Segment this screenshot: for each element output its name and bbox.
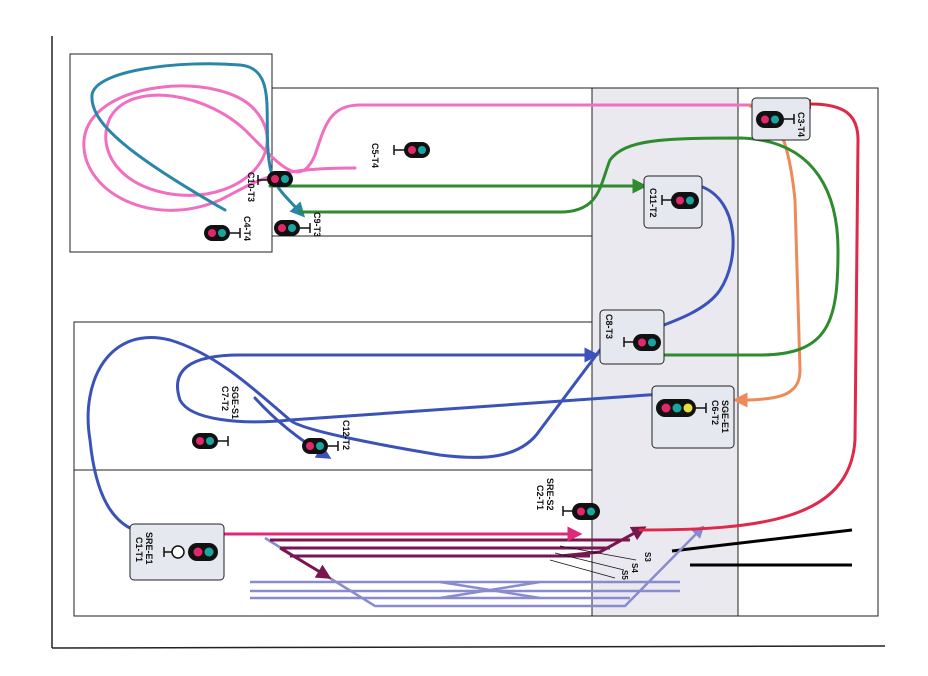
signal-label-c12-t2: C12-T2: [341, 420, 351, 450]
signal-lamp-green: [316, 442, 324, 450]
signal-label-sre-s2: SRE-S2: [545, 478, 555, 511]
signal-lamp-green: [288, 224, 296, 232]
signal-c11-t2[interactable]: [661, 192, 699, 209]
maroon-route-a: [279, 546, 332, 579]
red-route: [638, 102, 860, 532]
green-route-loop: [298, 136, 840, 357]
signal-sge-e1[interactable]: [656, 399, 707, 417]
signal-lamp-red: [638, 338, 646, 347]
external-track-upper: [671, 528, 853, 553]
signal-lamp-green: [648, 338, 656, 347]
signal-sre-e1[interactable]: [163, 543, 218, 561]
signal-label-c8-t3: C8-T3: [604, 314, 614, 339]
signal-head: [274, 220, 300, 236]
track-leaders: [549, 545, 637, 579]
signal-lamp-red: [278, 224, 286, 232]
signal-lamp-red: [196, 437, 204, 445]
leader-s5: [549, 559, 616, 579]
signal-lamp-green: [206, 437, 214, 445]
signal-head: [188, 543, 218, 561]
signal-lamp-red: [271, 175, 279, 183]
signal-head: [572, 503, 600, 520]
signal-label-c2-t1: C2-T1: [535, 485, 545, 510]
signal-label-c3-t4: C3-T4: [796, 112, 806, 137]
track-label-s4: S4: [630, 563, 639, 573]
signal-label-c11-t2: C11-T2: [648, 188, 658, 218]
leader-s4: [554, 552, 625, 571]
blue-route-inner: [176, 347, 722, 424]
signal-c4-t4[interactable]: [204, 225, 241, 241]
signal-label-c4-t4: C4-T4: [242, 216, 252, 241]
signal-lamp-red: [676, 196, 684, 205]
signal-lamp-red: [193, 547, 203, 557]
maroon-route-b: [559, 526, 647, 558]
signal-label-c10-t3: C10-T3: [246, 172, 256, 202]
signal-c9-t3[interactable]: [274, 220, 311, 236]
upper-section-outline: [272, 87, 879, 617]
signal-lamp-red: [208, 229, 216, 237]
signal-head: [192, 433, 218, 449]
signal-head: [633, 334, 661, 351]
signal-sge-s1[interactable]: [192, 433, 229, 449]
signal-label-c7-t2: C7-T2: [220, 386, 230, 411]
signal-call-on-lamp: [171, 545, 185, 559]
signal-label-sge-s1: SGE-S1: [230, 386, 240, 419]
signal-lamp-green: [204, 547, 214, 557]
signal-head: [404, 142, 430, 158]
signal-lamp-red: [761, 115, 769, 124]
signal-lamp-green: [686, 196, 694, 205]
maroon-tracks: [270, 526, 647, 579]
signal-c12-t2[interactable]: [302, 438, 339, 454]
signal-lamp-green: [281, 175, 289, 183]
leader-s3: [559, 545, 637, 561]
bottom-border-line: [51, 645, 886, 649]
signal-head: [267, 171, 293, 187]
signal-lamp-green: [218, 229, 226, 237]
signal-lamp-green: [672, 403, 682, 413]
signal-label-c5-t4: C5-T4: [370, 143, 380, 168]
signal-lamp-red: [408, 146, 416, 154]
station-crossover: [439, 580, 541, 600]
signal-head: [756, 111, 784, 128]
signal-lamp-red: [661, 403, 671, 413]
top-left-box: [69, 53, 273, 253]
signal-head: [671, 192, 699, 209]
signal-head: [302, 438, 328, 454]
external-tracks: [671, 528, 853, 567]
lower-left-box: [73, 321, 593, 617]
signal-label-c9-t3: C9-T3: [312, 212, 322, 237]
signal-c10-t3[interactable]: [257, 171, 293, 187]
signal-lamp-green: [418, 146, 426, 154]
signal-head: [204, 225, 230, 241]
signal-c5-t4[interactable]: [393, 142, 430, 158]
signal-label-c6-t2: C6-T2: [710, 400, 720, 425]
signal-lamp-yellow: [683, 403, 693, 413]
teal-route: [90, 62, 306, 218]
signal-sre-s2[interactable]: [562, 503, 600, 520]
signal-label-c1-t1: C1-T1: [134, 537, 144, 562]
signal-label-sge-e1: SGE-E1: [720, 400, 730, 433]
signal-lamp-green: [587, 507, 595, 516]
track-label-s5: S5: [620, 570, 629, 580]
signal-label-sre-e1: SRE-E1: [144, 532, 154, 565]
signal-c8-t3[interactable]: [623, 334, 661, 351]
signal-lamp-green: [771, 115, 779, 124]
station-tracks: [250, 525, 705, 608]
pink-route: [82, 84, 752, 212]
signal-lamp-red: [577, 507, 585, 516]
signal-c3-t4[interactable]: [756, 111, 795, 128]
track-label-s3: S3: [643, 552, 652, 562]
signal-lamp-red: [306, 442, 314, 450]
blue-route-main: [86, 184, 735, 541]
